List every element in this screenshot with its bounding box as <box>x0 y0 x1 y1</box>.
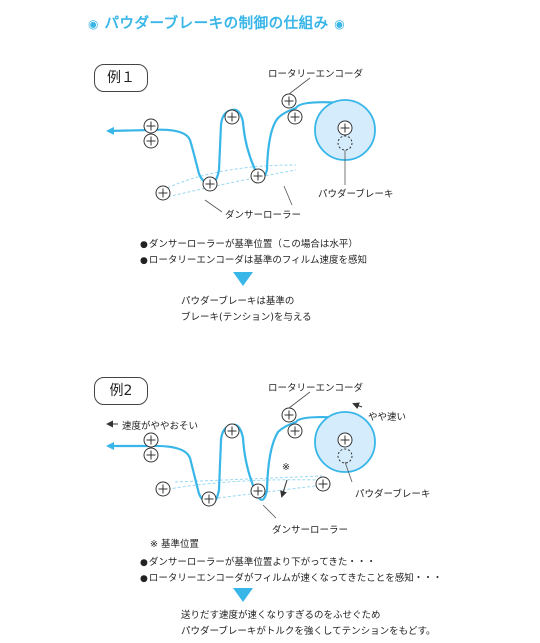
brake-core-icon <box>337 448 353 464</box>
encoder-roller-icon <box>281 407 297 423</box>
roller-icon <box>143 118 159 134</box>
dancer-roller-icon <box>201 491 217 507</box>
example1-result-line: パウダーブレーキは基準の <box>181 296 295 307</box>
example1-tag: 例１ <box>94 64 148 92</box>
dancer-leader-line <box>204 199 223 213</box>
brake-label: パウダーブレーキ <box>318 189 394 200</box>
fast-arrow-icon <box>352 402 363 410</box>
dancer-roller-icon <box>202 176 218 192</box>
roll-center-icon <box>337 120 353 136</box>
example2-bullet: ロータリーエンコーダがフィルムが速くなってきたことを感知・・・ <box>140 570 442 584</box>
roller-icon <box>287 109 303 125</box>
encoder-leader-line <box>288 77 311 95</box>
reference-line <box>174 475 323 483</box>
roller-icon <box>143 133 159 149</box>
page-title: ◉ パウダーブレーキの制御の仕組み ◉ <box>88 12 345 33</box>
encoder-label: ロータリーエンコーダ <box>268 69 364 80</box>
example2-result-line: パウダーブレーキがトルクを強くしてテンションをもどす。 <box>181 626 436 637</box>
example1-bullet: ダンサーローラーが基準位置（この場合は水平） <box>140 236 358 250</box>
example1-bullet: ロータリーエンコーダは基準のフィルム速度を感知 <box>140 252 367 266</box>
example2-result-line: 送りだす速度が速くなりすぎるのをふせぐため <box>181 610 381 621</box>
dancer-leader-line <box>283 185 293 206</box>
encoder-label: ロータリーエンコーダ <box>268 383 364 394</box>
film-path <box>106 101 347 186</box>
result-arrow-icon <box>233 588 253 602</box>
title-marker-right: ◉ <box>334 17 346 31</box>
title-marker-left: ◉ <box>88 17 99 31</box>
result-arrow-icon <box>233 272 253 286</box>
reference-line <box>162 479 323 491</box>
dancer-leader-line <box>262 504 277 519</box>
encoder-roller-icon <box>281 93 297 109</box>
dancer-roller-icon <box>155 185 171 201</box>
title-text: パウダーブレーキの制御の仕組み <box>104 16 329 32</box>
example2-diagram <box>106 391 376 602</box>
slow-label: 速度がややおそい <box>122 421 199 432</box>
example1-result-line: ブレーキ(テンション)を与える <box>181 312 312 323</box>
reference-position-label: ※ 基準位置 <box>150 539 199 550</box>
example2-tag: 例2 <box>94 377 148 405</box>
roller-icon <box>224 109 240 125</box>
reference-line <box>217 484 324 499</box>
dancer-roller-icon <box>250 168 266 184</box>
dancer-label: ダンサーローラー <box>225 210 302 221</box>
dancer-reference-line-lower <box>162 169 297 199</box>
dancer-roller-icon <box>250 483 266 499</box>
example1-diagram <box>106 77 376 286</box>
dancer-reference-line-upper <box>162 164 297 191</box>
asterisk-mark: ※ <box>282 462 290 473</box>
brake-label: パウダーブレーキ <box>355 489 431 500</box>
dancer-label: ダンサーローラー <box>272 525 349 536</box>
roller-icon <box>224 423 240 439</box>
dancer-down-arrow-icon <box>280 479 288 498</box>
example2-bullet: ダンサーローラーが基準位置より下がってきた・・・ <box>140 554 376 568</box>
brake-core-icon <box>337 135 353 151</box>
dancer-roller-icon <box>155 481 171 497</box>
roll-center-icon <box>337 432 353 448</box>
fast-label: やや速い <box>368 412 407 423</box>
reference-roller-icon <box>315 476 331 492</box>
roller-icon <box>143 447 159 463</box>
encoder-leader-line <box>288 391 311 409</box>
roller-icon <box>143 432 159 448</box>
roller-icon <box>287 423 303 439</box>
brake-leader-line <box>344 461 353 483</box>
